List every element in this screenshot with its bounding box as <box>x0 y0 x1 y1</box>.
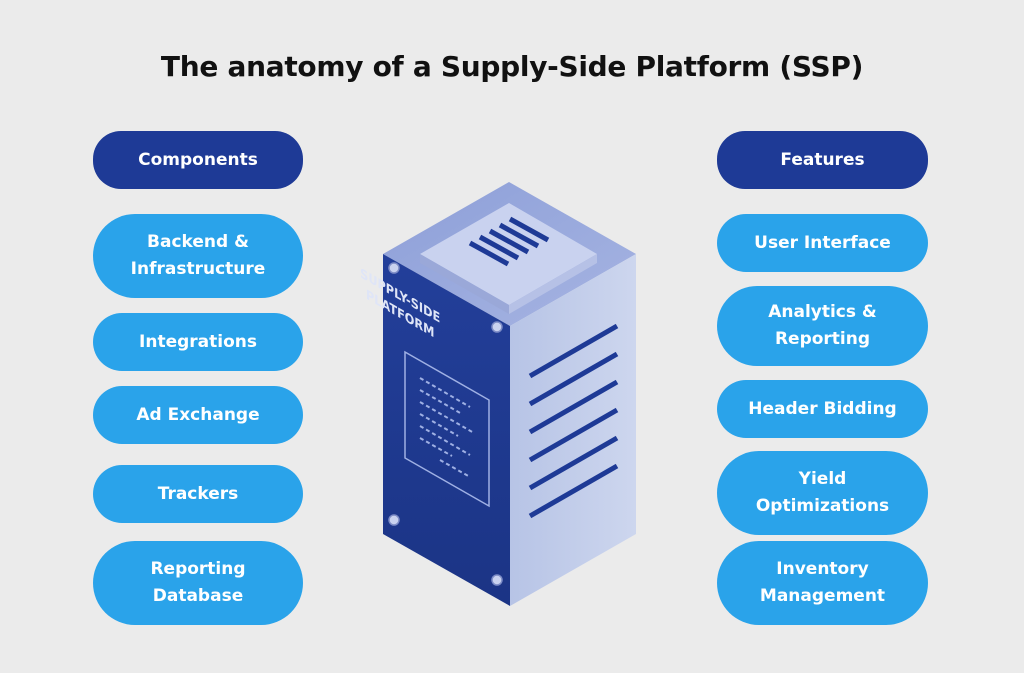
screen-code-lines-icon <box>419 377 475 478</box>
components-header: Components <box>93 131 303 189</box>
feature-analytics-reporting: Analytics & Reporting <box>717 286 928 366</box>
component-ad-exchange: Ad Exchange <box>93 386 303 444</box>
server-screen <box>404 350 490 508</box>
diagram-title: The anatomy of a Supply-Side Platform (S… <box>160 50 864 83</box>
component-integrations: Integrations <box>93 313 303 371</box>
component-reporting-database: Reporting Database <box>93 541 303 625</box>
feature-inventory-management: Inventory Management <box>717 541 928 625</box>
feature-yield-optimizations: Yield Optimizations <box>717 451 928 535</box>
feature-header-bidding: Header Bidding <box>717 380 928 438</box>
side-vent-icon <box>528 323 619 519</box>
screw-icon <box>388 262 503 586</box>
top-vent-icon <box>468 216 550 267</box>
component-trackers: Trackers <box>93 465 303 523</box>
server-side-face <box>510 254 636 606</box>
features-header: Features <box>717 131 928 189</box>
feature-user-interface: User Interface <box>717 214 928 272</box>
component-backend-infrastructure: Backend & Infrastructure <box>93 214 303 298</box>
